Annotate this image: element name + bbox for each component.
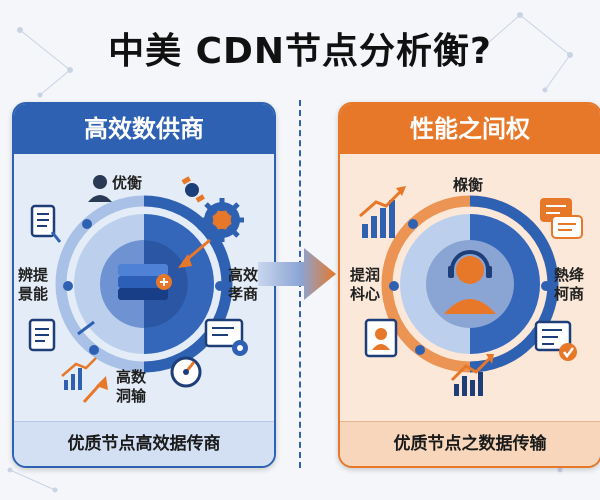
left-label-bottom: 高数 洞输: [116, 368, 146, 406]
left-panel-footer: 优质节点高效据传商: [14, 421, 274, 466]
server-stack-icon: [118, 264, 172, 300]
left-label-bottom-line2: 洞输: [116, 387, 147, 405]
transition-arrow-icon: [258, 248, 336, 300]
right-label-left-line1: 提润: [350, 266, 381, 284]
left-label-right: 高效 孝商: [228, 266, 258, 304]
left-label-right-line2: 孝商: [228, 285, 259, 303]
left-panel: 高效数供商: [12, 102, 276, 468]
id-card-icon: [364, 318, 398, 358]
checklist-icon: [534, 320, 577, 361]
right-label-right-line1: 熱绛: [554, 266, 585, 284]
page-title: 中美 CDN节点分析衡?: [108, 31, 492, 72]
trend-chart-icon: [61, 357, 97, 390]
headset-user-icon: [444, 250, 496, 314]
left-panel-header: 高效数供商: [14, 104, 274, 154]
right-cycle-diagram: [359, 186, 583, 396]
right-label-left: 提润 枓心: [350, 266, 380, 304]
bar-chart-icon: [359, 186, 406, 238]
right-label-top: 椺衡: [453, 176, 484, 194]
right-label-right-line2: 柯商: [554, 285, 585, 303]
clipboard-icon: [28, 318, 56, 352]
trend-chart-icon: [450, 354, 494, 396]
person-icon: [88, 175, 112, 202]
left-label-left: 辨提 景能: [18, 266, 48, 304]
satellite-icon: [181, 176, 205, 203]
left-cycle-diagram: [28, 175, 248, 404]
right-label-left-line2: 枓心: [350, 285, 381, 303]
speed-gauge-icon: [170, 356, 202, 388]
left-label-left-line1: 辨提: [18, 266, 49, 284]
screen-settings-icon: [204, 318, 248, 356]
left-label-bottom-line1: 高数: [116, 368, 147, 386]
right-panel-header: 性能之间权: [340, 104, 600, 154]
right-panel-footer: 优质节点之数据传输: [340, 421, 600, 466]
gear-globe-icon: [200, 198, 244, 242]
right-panel: 性能之间权: [338, 102, 600, 468]
left-label-right-line1: 高效: [228, 266, 259, 284]
chat-bubble-icon: [540, 198, 583, 239]
document-icon: [30, 204, 62, 243]
left-label-left-line2: 景能: [18, 285, 49, 303]
right-label-right: 熱绛 柯商: [554, 266, 584, 304]
left-label-top: 优衡: [112, 174, 143, 192]
